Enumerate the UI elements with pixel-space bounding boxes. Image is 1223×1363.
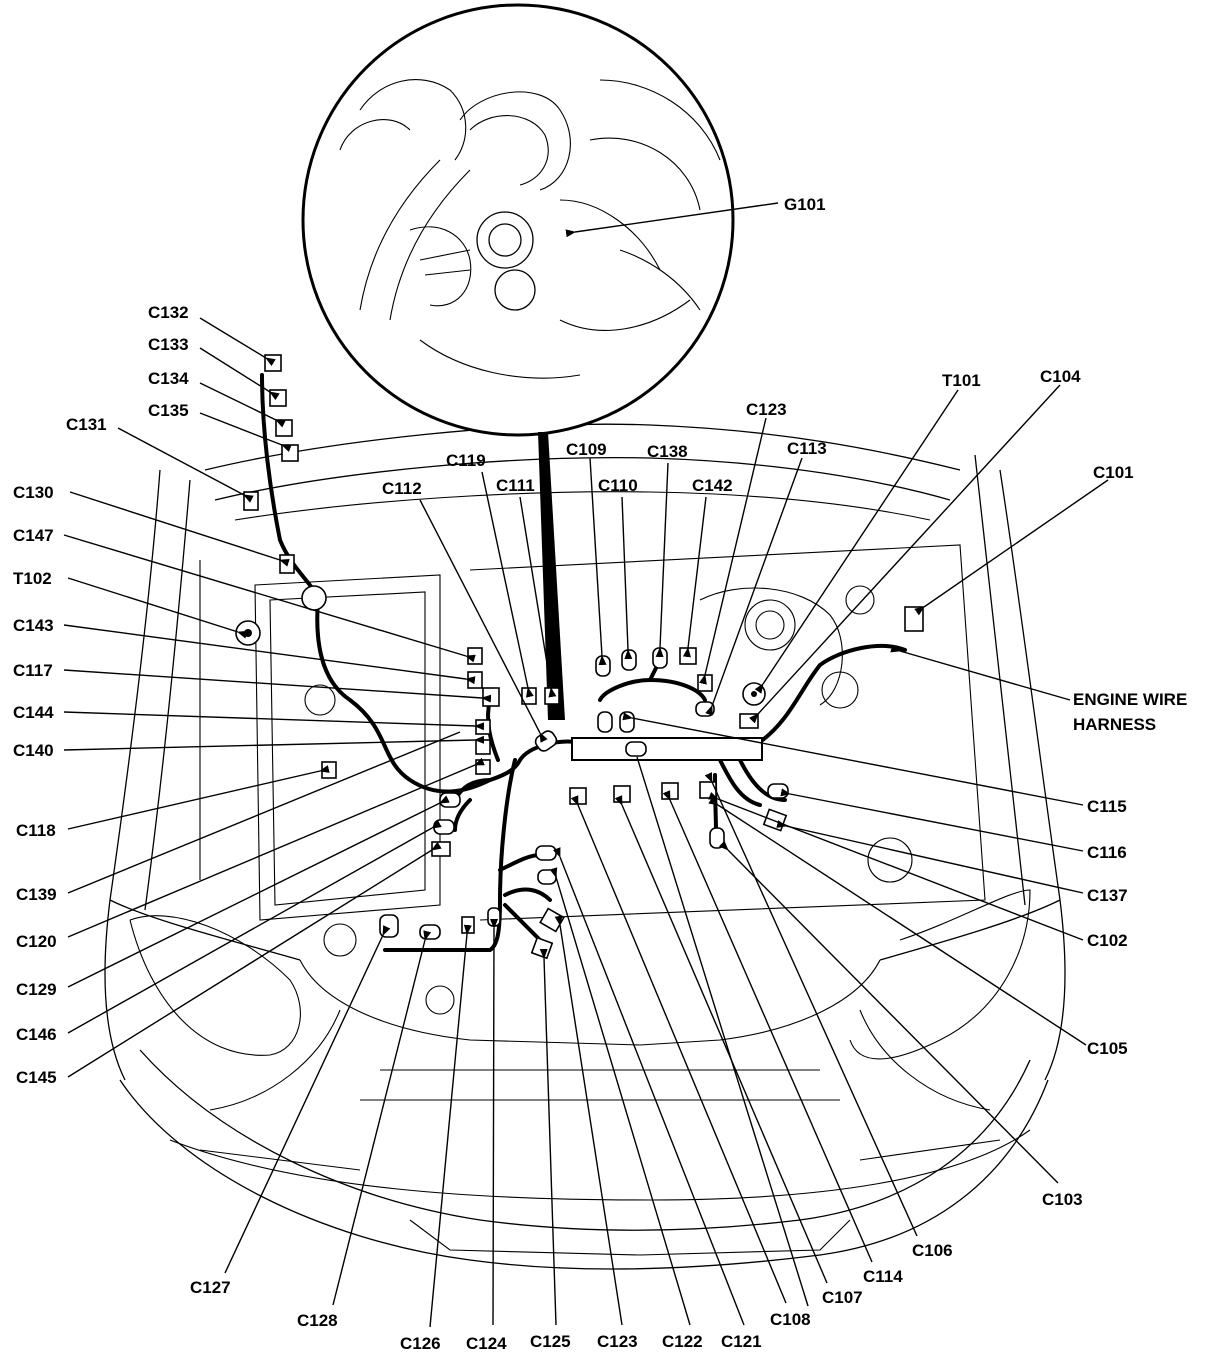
label-c108: C108	[770, 1310, 811, 1329]
label-g101: G101	[784, 195, 826, 214]
label-c123-top: C123	[746, 400, 787, 419]
label-c115: C115	[1087, 797, 1127, 816]
label-c129: C129	[16, 980, 57, 999]
label-c128: C128	[297, 1311, 338, 1330]
label-c107: C107	[822, 1288, 863, 1307]
label-c134: C134	[148, 369, 189, 388]
label-c114: C114	[863, 1267, 903, 1286]
label-c109: C109	[566, 440, 607, 459]
label-c143: C143	[13, 616, 54, 635]
label-c113: C113	[787, 439, 827, 458]
g101-detail-view	[301, 3, 735, 437]
label-c130: C130	[13, 483, 54, 502]
label-c119: C119	[446, 451, 486, 470]
label-c121: C121	[721, 1332, 762, 1351]
g101-pointer-band	[538, 432, 565, 720]
label-c137: C137	[1087, 886, 1128, 905]
label-c147: C147	[13, 526, 54, 545]
leader-lines	[63, 202, 1109, 1328]
label-c111: C111	[496, 476, 535, 495]
label-c116: C116	[1087, 843, 1127, 862]
label-c110: C110	[598, 476, 638, 495]
label-c124: C124	[466, 1334, 507, 1353]
relay-box	[571, 737, 763, 761]
label-c125: C125	[530, 1332, 571, 1351]
label-c146: C146	[16, 1025, 57, 1044]
label-c118: C118	[16, 821, 56, 840]
car-body-outline	[104, 423, 1066, 1270]
label-c122: C122	[662, 1332, 703, 1351]
label-c135: C135	[148, 401, 189, 420]
label-c142: C142	[692, 476, 733, 495]
label-c123-bottom: C123	[597, 1332, 638, 1351]
connector-labels: G101 C132 C133 C134 C135 C131 C130 C147 …	[13, 195, 1187, 1353]
label-c145: C145	[16, 1068, 57, 1087]
label-c140: C140	[13, 741, 54, 760]
label-c138: C138	[647, 442, 688, 461]
label-c101: C101	[1093, 463, 1134, 482]
label-c144: C144	[13, 703, 54, 722]
label-c132: C132	[148, 303, 189, 322]
label-c105: C105	[1087, 1039, 1128, 1058]
label-c117: C117	[13, 661, 53, 680]
label-c106: C106	[912, 1241, 953, 1260]
label-t102: T102	[13, 569, 52, 588]
label-c131: C131	[66, 415, 107, 434]
label-engine-wire: ENGINE WIRE	[1073, 690, 1187, 709]
label-c139: C139	[16, 885, 57, 904]
label-c133: C133	[148, 335, 189, 354]
label-harness: HARNESS	[1073, 715, 1156, 734]
label-c102: C102	[1087, 931, 1128, 950]
label-c120: C120	[16, 932, 57, 951]
label-c126: C126	[400, 1334, 441, 1353]
label-c127: C127	[190, 1278, 231, 1297]
label-t101: T101	[942, 371, 981, 390]
label-c112: C112	[382, 479, 422, 498]
label-c103: C103	[1042, 1190, 1083, 1209]
label-c104: C104	[1040, 367, 1081, 386]
